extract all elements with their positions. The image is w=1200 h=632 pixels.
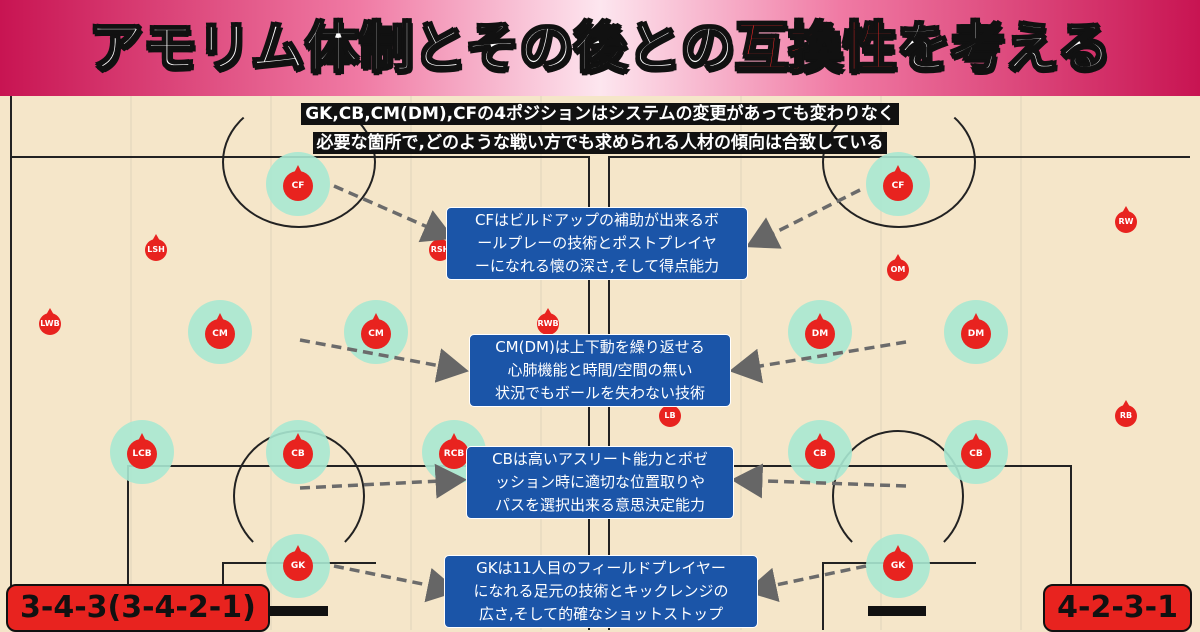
player-marker: LCB: [127, 433, 157, 469]
cf-info-line: CFはビルドアップの補助が出来るボ: [474, 211, 720, 229]
pitch-stripe: [880, 96, 882, 630]
penalty-arc-right: [832, 430, 964, 562]
pitch-stripe: [270, 96, 272, 630]
player-marker: CM: [205, 313, 235, 349]
cb-info-box: CBは高いアスリート能力とポゼ ッション時に適切な位置取りや パスを選択出来る意…: [466, 446, 734, 519]
player-marker: RW: [1115, 206, 1137, 233]
cf-info-line: ールプレーの技術とポストプレイヤ: [477, 234, 717, 252]
arrow-cm-left: [299, 338, 469, 383]
penalty-box-right-top: [728, 465, 1072, 467]
page-title: アモリム体制とその後との互換性を考える: [0, 8, 1200, 88]
pitch-stripe: [410, 96, 412, 630]
player-marker: RWB: [537, 308, 559, 335]
cm-info-box: CM(DM)は上下動を繰り返せる 心肺機能と時間/空間の無い 状況でもボールを失…: [469, 334, 731, 407]
gk-info-line: GKは11人目のフィールドプレイヤー: [476, 559, 726, 577]
player-marker: LWB: [39, 308, 61, 335]
cm-info-line: 心肺機能と時間/空間の無い: [507, 361, 693, 379]
formation-label-right: 4-2-3-1: [1043, 584, 1192, 632]
headline-line-1: GK,CB,CM(DM),CFの4ポジションはシステムの変更があっても変わりなく: [301, 103, 899, 125]
penalty-box-left-side: [127, 465, 129, 630]
title-text-after: を考える: [896, 15, 1112, 80]
player-marker: OM: [887, 254, 909, 281]
cb-info-line: パスを選択出来る意思決定能力: [494, 496, 705, 514]
goal-left: [270, 606, 328, 616]
arrow-cf-right: [745, 188, 861, 249]
gk-info-line: 広さ,そして的確なショットストップ: [478, 605, 724, 623]
gk-info-line: になれる足元の技術とキックレンジの: [473, 582, 729, 600]
touchline-left: [10, 96, 12, 630]
cm-info-line: CM(DM)は上下動を繰り返せる: [495, 338, 705, 356]
cb-info-line: ッション時に適切な位置取りや: [494, 473, 705, 491]
title-highlight: 互換性: [734, 15, 898, 80]
cf-info-box: CFはビルドアップの補助が出来るボ ールプレーの技術とポストプレイヤ ーになれる…: [446, 207, 748, 280]
centre-circle-left: [222, 96, 376, 228]
cf-info-line: ーになれる懐の深さ,そして得点能力: [474, 257, 720, 275]
cm-info-line: 状況でもボールを失わない技術: [494, 384, 705, 402]
cb-info-line: CBは高いアスリート能力とポゼ: [492, 450, 708, 468]
goal-box-right-side: [822, 562, 824, 630]
formation-label-left: 3-4-3(3-4-2-1): [6, 584, 270, 632]
player-marker: CB: [961, 433, 991, 469]
goal-right: [868, 606, 926, 616]
player-marker: GK: [883, 545, 913, 581]
arrow-cf-left: [333, 184, 455, 243]
player-marker: DM: [805, 313, 835, 349]
title-banner: [0, 0, 1200, 96]
gk-info-box: GKは11人目のフィールドプレイヤー になれる足元の技術とキックレンジの 広さ,…: [444, 555, 758, 628]
player-marker: LSH: [145, 234, 167, 261]
player-marker: RB: [1115, 400, 1137, 427]
headline: GK,CB,CM(DM),CFの4ポジションはシステムの変更があっても変わりなく…: [240, 100, 960, 158]
pitch-stripe: [130, 96, 132, 630]
arrow-cb-right: [731, 463, 907, 499]
player-marker: GK: [283, 545, 313, 581]
player-marker: CB: [283, 433, 313, 469]
penalty-box-right-side: [1070, 465, 1072, 630]
arrow-gk-left: [333, 564, 459, 603]
pitch-stripe: [1020, 96, 1022, 630]
player-marker: DM: [961, 313, 991, 349]
player-marker: CB: [805, 433, 835, 469]
arrow-cb-left: [299, 463, 467, 499]
arrow-gk-right: [745, 564, 867, 603]
player-marker: CM: [361, 313, 391, 349]
headline-line-2: 必要な箇所で,どのような戦い方でも求められる人材の傾向は合致している: [312, 132, 888, 154]
centre-circle-right: [822, 96, 976, 228]
title-text-before: アモリム体制とその後との: [88, 15, 736, 80]
arrow-dm-right: [729, 340, 907, 384]
player-marker: CF: [883, 165, 913, 201]
player-marker: CF: [283, 165, 313, 201]
